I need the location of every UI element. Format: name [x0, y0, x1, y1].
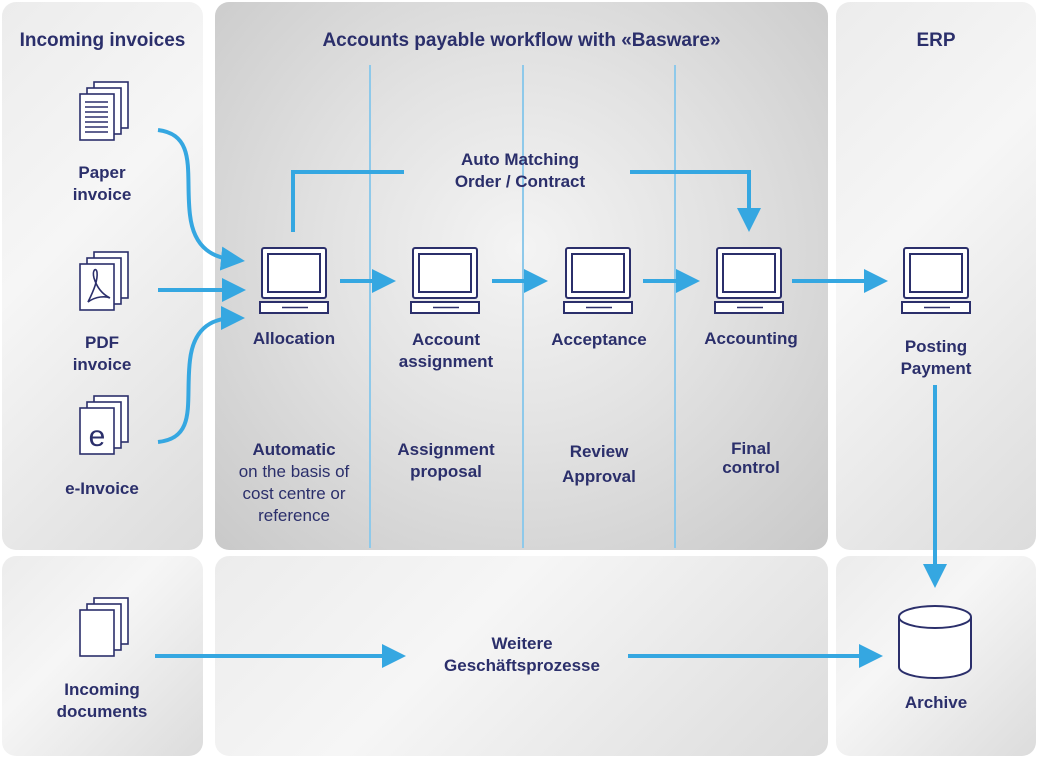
- header-incoming-invoices: Incoming invoices: [19, 30, 186, 51]
- step-label-accounting: Accounting: [704, 329, 798, 348]
- header-erp: ERP: [916, 30, 956, 51]
- einvoice-label: e-Invoice: [65, 479, 139, 498]
- arrow-einvoice-to-allocation: [157, 306, 245, 444]
- column-dividers: [369, 65, 676, 548]
- paper-invoice-icon: [79, 81, 129, 141]
- computer-icon-erp: [901, 247, 971, 314]
- auto-matching-line: [291, 170, 404, 232]
- header-workflow: Accounts payable workflow with «Basware»: [322, 30, 721, 51]
- svg-text:e: e: [89, 420, 106, 453]
- step-label-acceptance: Acceptance: [551, 330, 647, 349]
- incoming-documents-icon: [79, 597, 129, 657]
- computer-icon-accounting: [714, 247, 784, 314]
- arrow-auto-matching: [630, 170, 761, 232]
- step-label-allocation: Allocation: [252, 329, 336, 348]
- database-cylinder-icon: [898, 605, 972, 679]
- computer-icon-account-assignment: [410, 247, 480, 314]
- computer-icon-acceptance: [563, 247, 633, 314]
- step-desc-allocation: Automatic on the basis of cost centre or…: [238, 440, 350, 525]
- e-document-icon: e: [79, 395, 129, 455]
- pdf-document-icon: [79, 251, 129, 311]
- archive-label: Archive: [904, 693, 968, 712]
- flow-arrows: [155, 128, 947, 668]
- computer-icon-allocation: [259, 247, 329, 314]
- arrow-paper-to-allocation: [157, 128, 245, 271]
